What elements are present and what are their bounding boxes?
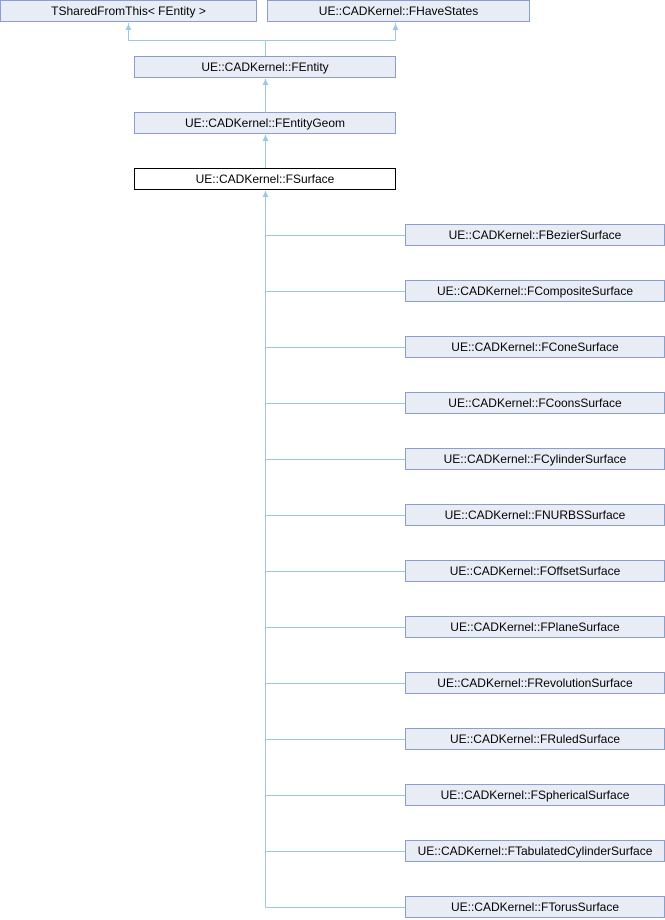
derived-class-fnurbssurface[interactable]: UE::CADKernel::FNURBSSurface	[405, 504, 665, 526]
arrow-head-icon	[392, 24, 399, 30]
derived-class-ftorussurface[interactable]: UE::CADKernel::FTorusSurface	[405, 896, 665, 918]
ancestor-class-fentitygeom[interactable]: UE::CADKernel::FEntityGeom	[134, 112, 396, 134]
derived-class-fsphericalsurface[interactable]: UE::CADKernel::FSphericalSurface	[405, 784, 665, 806]
derived-class-fcylindersurface[interactable]: UE::CADKernel::FCylinderSurface	[405, 448, 665, 470]
base-class-fhavestates[interactable]: UE::CADKernel::FHaveStates	[267, 0, 530, 22]
derived-class-fbeziersurface[interactable]: UE::CADKernel::FBezierSurface	[405, 224, 665, 246]
derived-class-fconesurface[interactable]: UE::CADKernel::FConeSurface	[405, 336, 665, 358]
arrow-head-icon	[125, 24, 132, 30]
ancestor-class-fentity[interactable]: UE::CADKernel::FEntity	[134, 56, 396, 78]
current-class-fsurface: UE::CADKernel::FSurface	[134, 168, 396, 190]
derived-class-fcoonssurface[interactable]: UE::CADKernel::FCoonsSurface	[405, 392, 665, 414]
arrow-head-icon	[262, 191, 269, 197]
derived-class-frevolutionsurface[interactable]: UE::CADKernel::FRevolutionSurface	[405, 672, 665, 694]
arrow-head-icon	[262, 79, 269, 85]
base-class-tsharedfromthis[interactable]: TSharedFromThis< FEntity >	[0, 0, 257, 22]
derived-class-fcompositesurface[interactable]: UE::CADKernel::FCompositeSurface	[405, 280, 665, 302]
arrow-head-icon	[262, 135, 269, 141]
derived-class-fruledsurface[interactable]: UE::CADKernel::FRuledSurface	[405, 728, 665, 750]
derived-class-foffsetsurface[interactable]: UE::CADKernel::FOffsetSurface	[405, 560, 665, 582]
derived-class-ftabulatedcylindersurface[interactable]: UE::CADKernel::FTabulatedCylinderSurface	[405, 840, 665, 862]
derived-class-fplanesurface[interactable]: UE::CADKernel::FPlaneSurface	[405, 616, 665, 638]
